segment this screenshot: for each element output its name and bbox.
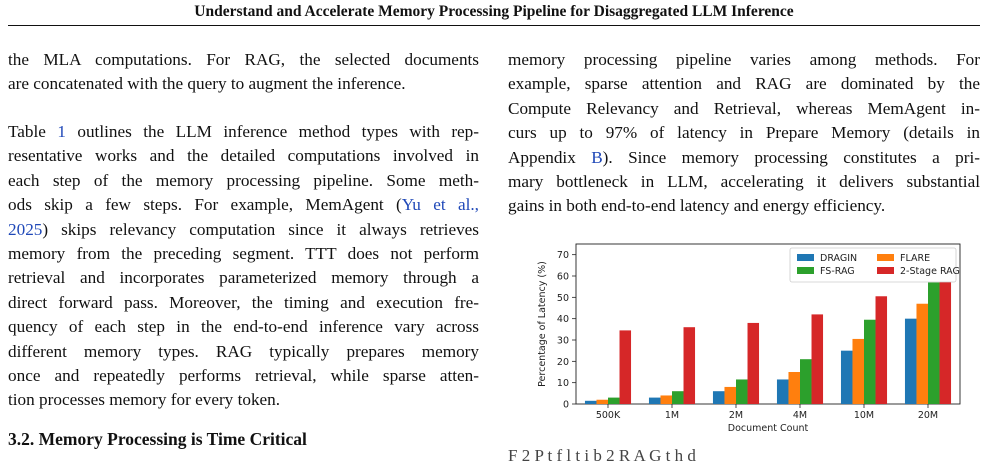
text-line: direct forward pass. Moreover, the timin… [8,292,479,312]
plot-frame [575,243,961,405]
y-axis-label: Percentage of Latency (%) [537,261,548,387]
y-tick-label: 70 [557,250,569,261]
text-segment: outlines the LLM inference method types … [65,122,480,141]
bar-dragin [776,379,789,404]
paragraph-1: the MLA computations. For RAG, the selec… [8,48,479,97]
text-line: ods skip a few steps. For example, MemAg… [8,193,479,217]
bar-2-stage-rag [683,327,696,404]
bar-dragin [904,318,917,404]
text-line: once and repeatedly performs retrieval, … [8,366,479,386]
bar-flare [724,386,736,404]
section-heading: 3.2. Memory Processing is Time Critical [8,429,307,449]
text-line: retrieval and incorporates parameterized… [8,268,479,288]
y-tick-label: 0 [563,400,569,411]
paragraph-2: Table 1 outlines the LLM inference metho… [8,120,479,413]
text-line: example, sparse attention and RAG are do… [508,74,980,94]
y-tick-label: 20 [557,357,569,368]
citation-link[interactable]: 2025 [8,219,43,239]
y-tick-label: 50 [557,293,569,304]
text-line: Appendix B). Since memory processing con… [508,146,980,170]
x-tick-label: 1M [665,410,679,421]
legend-swatch [877,254,894,261]
text-segment: Table [8,122,58,141]
bar-fs-rag [736,379,748,404]
bar-dragin [584,400,597,404]
text-line: Compute Relevancy and Retrieval, whereas… [508,98,980,118]
legend-box [789,247,957,283]
bar-dragin [648,397,661,404]
y-tick-label: 30 [557,336,569,347]
header-rule [8,25,980,26]
legend-swatch [797,267,814,274]
text-segment: ). Since memory processing constitutes a… [602,147,980,167]
text-segment: Appendix [508,147,592,167]
left-column: the MLA computations. For RAG, the selec… [8,48,479,97]
legend-label: DRAGIN [820,253,857,264]
left-column-para2: Table 1 outlines the LLM inference metho… [8,120,479,413]
x-tick-label: 500K [596,410,621,421]
text-line: different memory types. RAG typically pr… [8,341,479,361]
bar-flare [852,338,864,404]
text-line: memory from the preceding segment. TTT d… [8,244,479,264]
bar-flare [788,372,800,404]
legend-swatch [797,254,814,261]
figure-caption-fragment: F 2 P t f l t i b 2 R A G t h d [508,446,696,465]
bar-2-stage-rag [811,314,824,404]
text-line: Table 1 outlines the LLM inference metho… [8,120,479,144]
bar-flare [596,399,608,404]
legend-label: 2-Stage RAG [900,266,960,277]
text-line: curs up to 97% of latency in Prepare Mem… [508,123,980,143]
x-tick-label: 2M [729,410,743,421]
bar-fs-rag [608,397,620,404]
text-line: the MLA computations. For RAG, the selec… [8,50,479,69]
bar-fs-rag [864,319,876,404]
bar-fs-rag [800,359,812,404]
bar-2-stage-rag [619,330,632,404]
text-line: quency of each step in the end-to-end in… [8,317,479,337]
text-segment: ) skips relevancy computation since it a… [42,219,479,239]
legend-swatch [877,267,894,274]
bar-flare [916,303,928,404]
y-tick-label: 40 [557,314,569,325]
right-column: memory processing pipeline varies among … [508,48,980,219]
paragraph-right: memory processing pipeline varies among … [508,48,980,219]
citation-link[interactable]: Yu et al., [401,195,479,215]
bar-fs-rag [928,282,940,404]
bar-dragin [840,350,853,404]
text-line: tion processes memory for every token. [8,390,281,410]
bar-2-stage-rag [939,273,952,404]
text-line: mary bottleneck in LLM, accelerating it … [508,172,980,192]
bar-fs-rag [672,391,684,404]
bar-dragin [712,391,725,404]
x-axis-label: Document Count [728,423,809,434]
text-line: gains in both end-to-end latency and ene… [508,196,886,216]
bar-2-stage-rag [875,296,888,404]
text-line: resentative works and the detailed compu… [8,146,479,166]
table-reference-link[interactable]: 1 [57,122,66,141]
running-header: Understand and Accelerate Memory Process… [194,3,794,20]
x-tick-label: 20M [918,410,938,421]
legend-label: FS-RAG [820,266,855,277]
bar-2-stage-rag [747,322,760,404]
appendix-reference-link[interactable]: B [591,147,603,167]
y-tick-label: 10 [557,378,569,389]
x-tick-label: 10M [854,410,874,421]
text-line: each step of the memory processing pipel… [8,170,479,190]
text-line: are concatenated with the query to augme… [8,74,406,94]
text-line: memory processing pipeline varies among … [508,50,980,69]
bar-flare [660,395,672,404]
y-tick-label: 60 [557,272,569,283]
legend-label: FLARE [900,253,930,264]
x-tick-label: 4M [793,410,807,421]
text-line: 2025) skips relevancy computation since … [8,218,479,242]
text-segment: ods skip a few steps. For example, MemAg… [8,195,402,215]
